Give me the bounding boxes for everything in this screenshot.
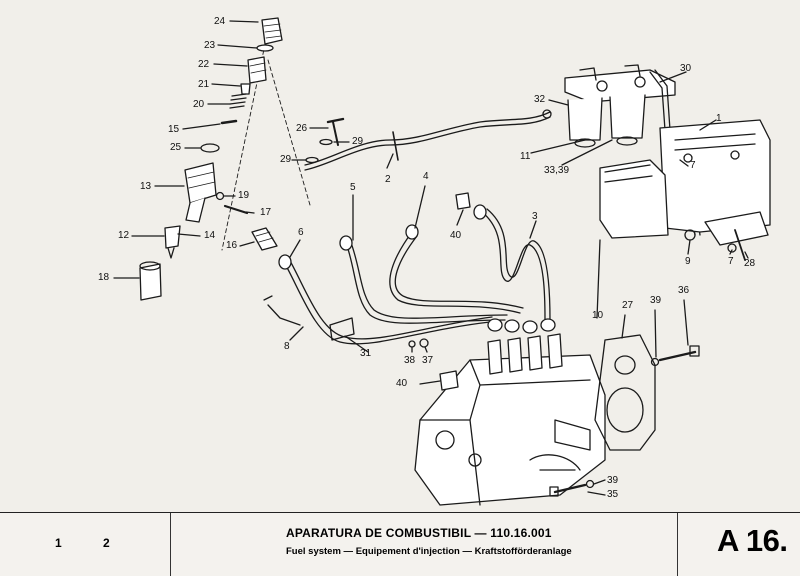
fuel-filter-assembly: [530, 64, 771, 261]
callout-15: 15: [168, 124, 180, 135]
callout-38: 38: [404, 355, 416, 366]
plate-code-cell: A 16.: [677, 513, 800, 576]
callout-4: 4: [423, 171, 429, 182]
callout-26: 26: [296, 123, 308, 134]
callout-16: 16: [226, 240, 238, 251]
callout-3: 3: [532, 211, 538, 222]
callout-6: 6: [298, 227, 304, 238]
page-number-cell: 1 2: [0, 513, 171, 576]
page-title: APARATURA DE COMBUSTIBIL — 110.16.001: [286, 526, 552, 540]
callout-30: 30: [680, 63, 692, 74]
flange-gasket: [549, 239, 700, 497]
callout-21: 21: [198, 79, 210, 90]
title-block: 1 2 APARATURA DE COMBUSTIBIL — 110.16.00…: [0, 512, 800, 576]
callout-11: 11: [520, 151, 531, 162]
injection-pipes: [263, 185, 556, 353]
callout-27: 27: [622, 300, 634, 311]
injector-assembly: [113, 17, 311, 301]
callout-39-lower: 39: [607, 475, 619, 486]
callout-39-upper: 39: [650, 295, 662, 306]
callout-17: 17: [260, 207, 272, 218]
callout-7-upper: 7: [690, 160, 696, 171]
callout-31: 31: [360, 348, 372, 359]
callout-37: 37: [422, 355, 434, 366]
callout-36: 36: [678, 285, 690, 296]
callout-25: 25: [170, 142, 182, 153]
callout-18: 18: [98, 272, 110, 283]
page-number-right: 2: [103, 536, 110, 550]
callout-29-lower: 29: [280, 154, 292, 165]
callout-2: 2: [385, 174, 391, 185]
fuel-system-exploded-diagram: [113, 17, 771, 506]
callout-8: 8: [284, 341, 290, 352]
callout-28: 28: [744, 258, 756, 269]
return-line: [291, 109, 552, 171]
callout-35: 35: [607, 489, 619, 500]
callout-7-lower: 7: [728, 256, 734, 267]
injection-pump: [414, 333, 606, 506]
callout-13: 13: [140, 181, 152, 192]
callout-14: 14: [204, 230, 216, 241]
callout-12: 12: [118, 230, 130, 241]
page-number-left: 1: [55, 536, 62, 550]
title-cell: APARATURA DE COMBUSTIBIL — 110.16.001 Fu…: [170, 513, 678, 576]
plate-code: A 16.: [717, 523, 788, 558]
callout-10: 10: [592, 310, 604, 321]
callout-32: 32: [534, 94, 546, 105]
callout-19: 19: [238, 190, 250, 201]
callout-20: 20: [193, 99, 205, 110]
callout-24: 24: [214, 16, 226, 27]
callout-40-lower: 40: [396, 378, 408, 389]
callout-9: 9: [685, 256, 691, 267]
callout-40-upper: 40: [450, 230, 462, 241]
callout-23: 23: [204, 40, 216, 51]
callout-22: 22: [198, 59, 210, 70]
callout-29-upper: 29: [352, 136, 364, 147]
callout-5: 5: [350, 182, 356, 193]
callout-1: 1: [716, 113, 722, 124]
callout-33-39: 33,39: [544, 165, 570, 176]
page-subtitle: Fuel system — Equipement d'injection — K…: [286, 546, 572, 557]
